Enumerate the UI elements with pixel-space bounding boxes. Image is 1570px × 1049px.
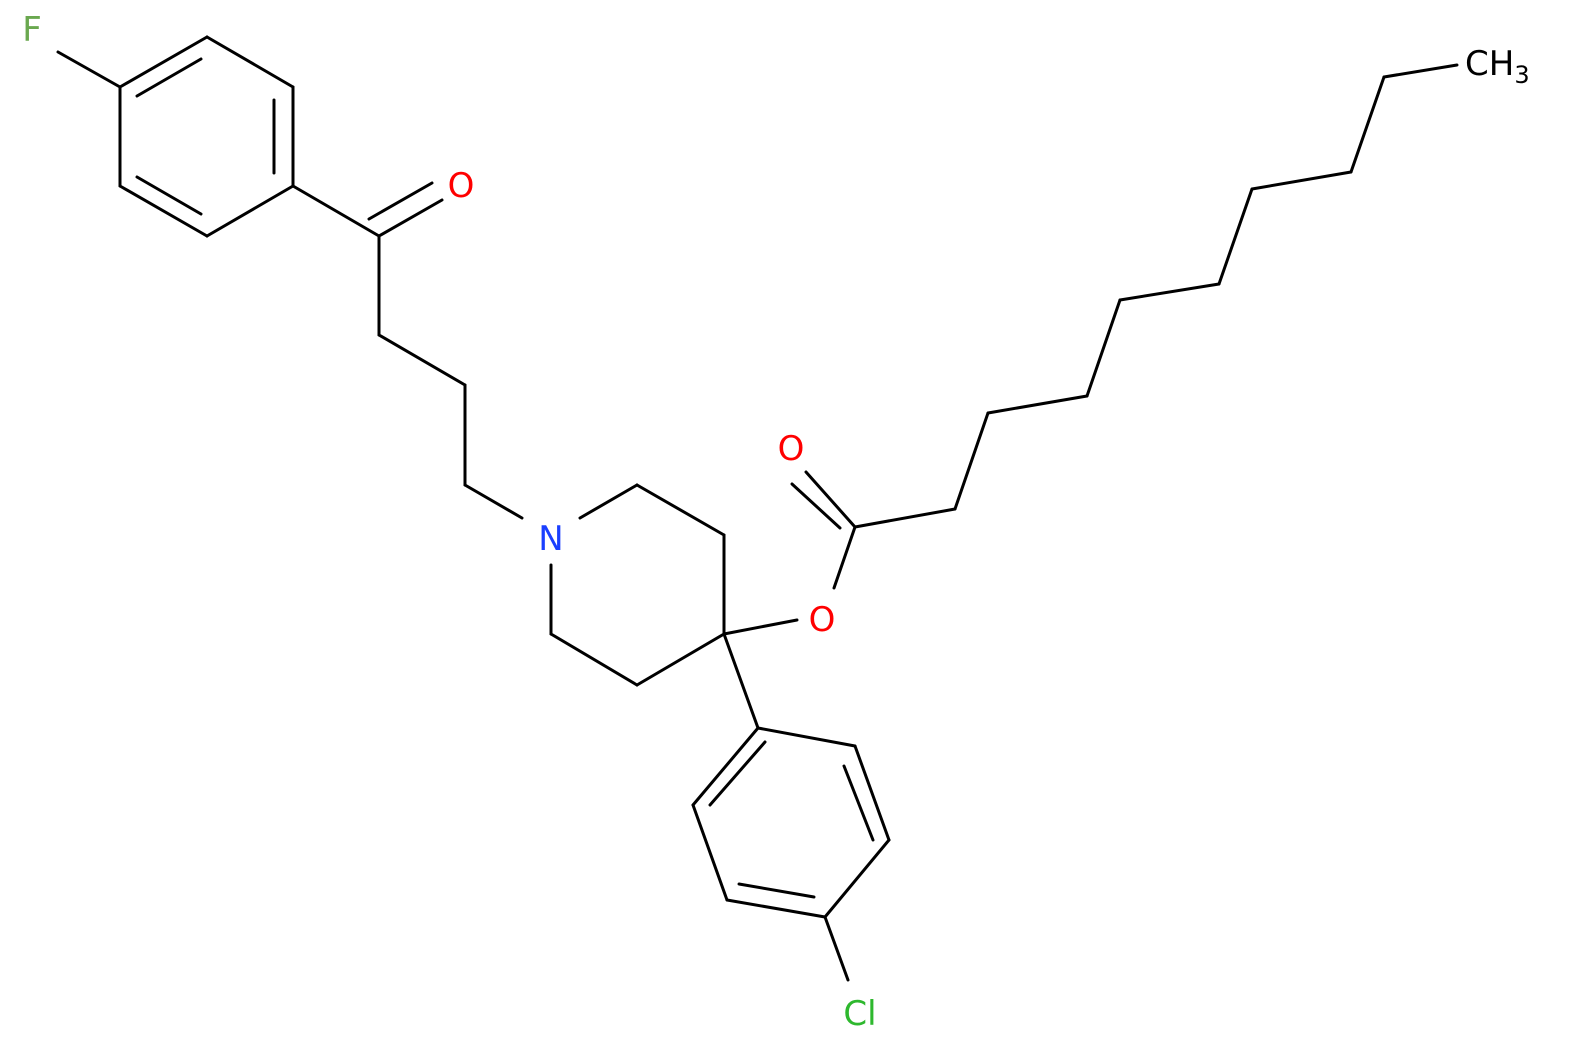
bond bbox=[804, 470, 857, 529]
fluorine-label: F bbox=[22, 10, 42, 50]
nitrogen-label: N bbox=[538, 519, 563, 559]
bond bbox=[1382, 63, 1459, 79]
ester-oxygen-label: O bbox=[809, 600, 836, 640]
bond bbox=[377, 198, 444, 238]
bond bbox=[1349, 75, 1386, 174]
bond bbox=[708, 740, 767, 807]
bond bbox=[953, 411, 990, 511]
bond bbox=[1217, 187, 1254, 286]
ester-carbonyl-oxygen-label: O bbox=[778, 429, 805, 469]
bonds bbox=[56, 35, 1459, 982]
bond bbox=[832, 525, 857, 590]
bond bbox=[463, 483, 524, 520]
bond bbox=[135, 57, 203, 98]
bond bbox=[635, 483, 726, 537]
bond bbox=[118, 184, 209, 238]
ketone-oxygen-label: O bbox=[448, 166, 475, 206]
bond bbox=[205, 35, 295, 89]
bond bbox=[722, 618, 799, 636]
bond bbox=[986, 394, 1089, 415]
bond bbox=[635, 632, 726, 687]
bond bbox=[756, 726, 857, 748]
bond bbox=[291, 184, 381, 238]
bond bbox=[1250, 170, 1353, 191]
bond bbox=[205, 184, 295, 238]
bond bbox=[842, 764, 875, 842]
bond bbox=[691, 726, 760, 807]
bond bbox=[790, 482, 842, 530]
bond bbox=[135, 175, 203, 216]
bond bbox=[823, 838, 891, 919]
atom-labels: F O N O O Cl CH3 bbox=[22, 10, 1529, 1034]
bond bbox=[691, 803, 729, 902]
bond bbox=[853, 744, 891, 842]
methyl-subscript: 3 bbox=[1514, 61, 1529, 89]
bond bbox=[823, 915, 850, 982]
bond bbox=[118, 35, 209, 89]
bond bbox=[377, 333, 467, 387]
methyl-label: CH3 bbox=[1465, 44, 1530, 89]
bond bbox=[56, 50, 122, 89]
bond bbox=[1085, 298, 1122, 398]
bond bbox=[725, 898, 827, 919]
chlorine-label: Cl bbox=[843, 994, 876, 1034]
bond bbox=[737, 882, 816, 899]
bond bbox=[578, 483, 639, 520]
bond bbox=[853, 507, 957, 529]
methyl-main: CH bbox=[1465, 44, 1514, 84]
bond bbox=[549, 632, 639, 687]
bond bbox=[722, 632, 760, 730]
bond bbox=[367, 181, 434, 221]
bond bbox=[1118, 282, 1221, 302]
